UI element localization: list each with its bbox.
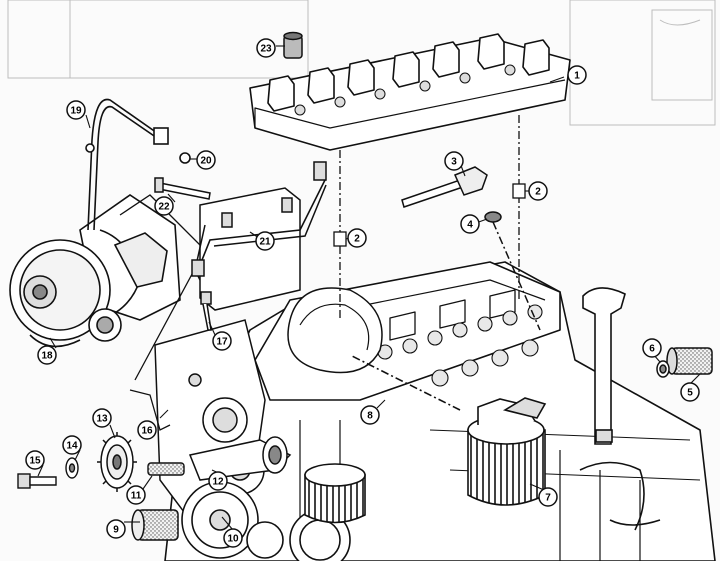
callout-number: 3 [451, 157, 457, 168]
oil-filter-housing [349, 354, 547, 506]
callout-3: 3 [444, 151, 464, 171]
callout-number: 22 [158, 202, 170, 213]
callout-number: 8 [367, 411, 373, 422]
callout-circle [37, 345, 57, 365]
callout-number: 18 [41, 351, 53, 362]
callout-circle [154, 196, 174, 216]
callout-21: 21 [255, 231, 275, 251]
callout-number: 15 [29, 456, 41, 467]
callout-12: 12 [208, 471, 228, 491]
callout-2a: 2 [528, 181, 548, 201]
callout-2b: 2 [347, 228, 367, 248]
callout-number: 12 [212, 477, 224, 488]
callout-number: 4 [467, 220, 473, 231]
oil-pipe-right [582, 287, 626, 445]
callout-number: 11 [131, 491, 142, 502]
callout-circle [212, 331, 232, 351]
callout-number: 2 [535, 187, 541, 198]
callout-circle [92, 408, 112, 428]
filter-element-right [656, 347, 713, 378]
callout-circle [196, 150, 216, 170]
callout-circle [223, 528, 243, 548]
plug [283, 31, 303, 59]
callout-circle [567, 65, 587, 85]
callout-13: 13 [92, 408, 112, 428]
exploded-guide-lines-left [119, 194, 206, 431]
callout-circle [255, 231, 275, 251]
callout-circle [538, 487, 558, 507]
washer [65, 457, 79, 479]
pin [147, 462, 185, 476]
callout-23: 23 [256, 38, 276, 58]
sensor [401, 166, 541, 331]
callout-circle [680, 382, 700, 402]
callout-circle [25, 450, 45, 470]
callout-circle [106, 519, 126, 539]
filter-cartridge-left [131, 509, 179, 541]
sprocket [97, 432, 137, 492]
callout-5: 5 [680, 382, 700, 402]
callout-number: 21 [259, 237, 271, 248]
callout-number: 16 [141, 426, 153, 437]
callout-19: 19 [66, 100, 86, 120]
callout-circle [642, 338, 662, 358]
callout-18: 18 [37, 345, 57, 365]
callout-9: 9 [106, 519, 126, 539]
callout-8: 8 [360, 405, 380, 425]
cylinder-head [254, 261, 561, 401]
callout-number: 7 [545, 493, 551, 504]
callout-number: 17 [216, 337, 228, 348]
turbocharger [9, 194, 181, 348]
callout-number: 10 [227, 534, 239, 545]
callout-circle [137, 420, 157, 440]
callout-20: 20 [196, 150, 216, 170]
callout-number: 23 [260, 44, 272, 55]
callout-11: 11 [126, 485, 146, 505]
callout-7: 7 [538, 487, 558, 507]
callout-17: 17 [212, 331, 232, 351]
callout-15: 15 [25, 450, 45, 470]
callout-number: 1 [574, 71, 580, 82]
callout-10: 10 [223, 528, 243, 548]
callout-circle [62, 435, 82, 455]
callout-number: 13 [96, 414, 108, 425]
tensioner [188, 436, 292, 481]
callout-22: 22 [154, 196, 174, 216]
callout-circle [256, 38, 276, 58]
fuel-filter-lower [304, 463, 366, 524]
leader-lines [37, 45, 701, 531]
heat-shield [191, 161, 327, 311]
callout-circle [126, 485, 146, 505]
callout-number: 20 [200, 156, 212, 167]
callout-16: 16 [137, 420, 157, 440]
callout-circle [347, 228, 367, 248]
callout-number: 5 [687, 388, 693, 399]
callout-number: 6 [649, 344, 655, 355]
camshaft-bearing-bridge [249, 33, 571, 151]
callout-circle [528, 181, 548, 201]
callout-circle [208, 471, 228, 491]
callout-number: 19 [70, 106, 82, 117]
oil-feed-line [85, 98, 191, 231]
callout-4: 4 [460, 214, 480, 234]
stud-bolt [154, 177, 211, 200]
callout-circle [66, 100, 86, 120]
callout-number: 2 [354, 234, 360, 245]
banjo-bolt [200, 291, 212, 331]
callout-number: 9 [113, 525, 119, 536]
callout-number: 14 [66, 441, 78, 452]
callout-6: 6 [642, 338, 662, 358]
callout-circle [444, 151, 464, 171]
callout-circle [460, 214, 480, 234]
callout-circle [360, 405, 380, 425]
sprocket-bolt [17, 473, 57, 489]
callout-1: 1 [567, 65, 587, 85]
dowel-sleeves [333, 115, 526, 320]
callout-14: 14 [62, 435, 82, 455]
